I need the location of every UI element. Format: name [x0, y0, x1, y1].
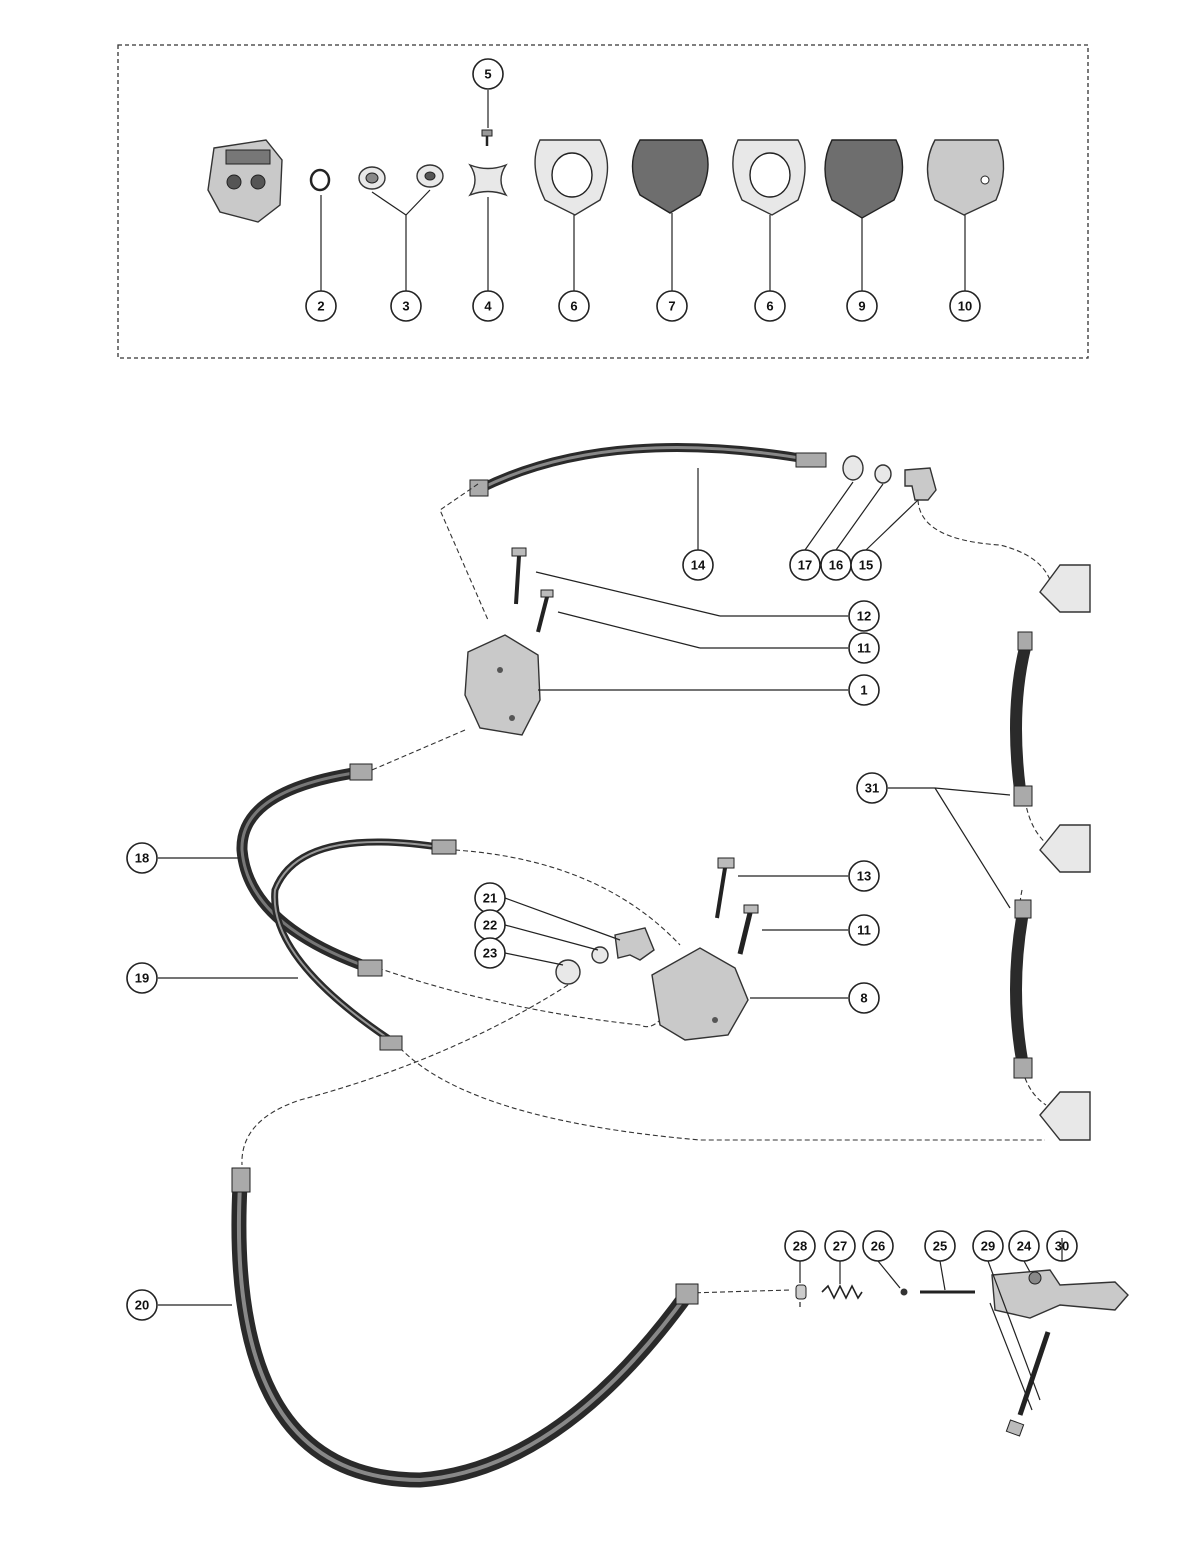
- callout-10-label: 10: [958, 299, 972, 314]
- callout-10: 10: [949, 290, 981, 322]
- callout-25-label: 25: [933, 1239, 947, 1254]
- gasket-part-left: [534, 139, 609, 216]
- callout-5-label: 5: [484, 67, 491, 82]
- callout-28: 28: [784, 1230, 816, 1262]
- callout-15-label: 15: [859, 558, 873, 573]
- callout-9-label: 9: [858, 299, 865, 314]
- callout-23-label: 23: [483, 946, 497, 961]
- callout-29-label: 29: [981, 1239, 995, 1254]
- right-block-bottom: [1039, 1091, 1091, 1141]
- callout-4: 4: [472, 290, 504, 322]
- o-ring-part: [309, 168, 331, 192]
- diaphragm-plate-part: [824, 139, 904, 219]
- callout-13: 13: [848, 860, 880, 892]
- pump-cover-8-part: [651, 947, 749, 1041]
- callout-8: 8: [848, 982, 880, 1014]
- callout-9: 9: [846, 290, 878, 322]
- callout-11-lower: 11: [848, 914, 880, 946]
- callout-18-label: 18: [135, 851, 149, 866]
- callout-6-right-label: 6: [766, 299, 773, 314]
- cover-gasket-part: [926, 139, 1005, 216]
- gasket-part-right: [732, 139, 806, 216]
- right-block-top: [1039, 564, 1091, 613]
- screw-29-part: [1005, 1331, 1051, 1437]
- screw-12-part: [511, 547, 527, 605]
- callout-26: 26: [862, 1230, 894, 1262]
- fittings-21-22-23: [555, 927, 655, 985]
- callout-17-label: 17: [798, 558, 812, 573]
- valve-body-24-part: [991, 1269, 1129, 1319]
- retainer-screw-part: [481, 129, 493, 146]
- callout-25: 25: [924, 1230, 956, 1262]
- callout-22-label: 22: [483, 918, 497, 933]
- callout-19-label: 19: [135, 971, 149, 986]
- callout-14: 14: [682, 549, 714, 581]
- callout-1-label: 1: [860, 683, 867, 698]
- callout-18: 18: [126, 842, 158, 874]
- fittings-17-16-15: [842, 455, 937, 501]
- callout-29: 29: [972, 1230, 1004, 1262]
- callout-11-upper-label: 11: [857, 641, 871, 656]
- callout-6-left: 6: [558, 290, 590, 322]
- screw-13-part: [715, 857, 735, 919]
- callout-22: 22: [474, 909, 506, 941]
- callout-27: 27: [824, 1230, 856, 1262]
- callout-16: 16: [820, 549, 852, 581]
- callout-21: 21: [474, 882, 506, 914]
- callout-27-label: 27: [833, 1239, 847, 1254]
- hose-20-part: [231, 1167, 699, 1488]
- screw-11-upper-part: [536, 589, 554, 633]
- callout-12-label: 12: [857, 609, 871, 624]
- callout-5: 5: [472, 58, 504, 90]
- callout-20: 20: [126, 1289, 158, 1321]
- callout-16-label: 16: [829, 558, 843, 573]
- valve-parts-28-27-26-25: [795, 1284, 975, 1300]
- callout-17: 17: [789, 549, 821, 581]
- callout-31: 31: [856, 772, 888, 804]
- diaphragm-part: [631, 139, 709, 214]
- callout-12: 12: [848, 600, 880, 632]
- callout-20-label: 20: [135, 1298, 149, 1313]
- callout-24-label: 24: [1017, 1239, 1032, 1254]
- callout-7-label: 7: [668, 299, 675, 314]
- callout-6-left-label: 6: [570, 299, 577, 314]
- callout-21-label: 21: [483, 891, 497, 906]
- callout-6-right: 6: [754, 290, 786, 322]
- callout-23: 23: [474, 937, 506, 969]
- valve-pair-part: [358, 164, 444, 190]
- callout-2: 2: [305, 290, 337, 322]
- callout-3: 3: [390, 290, 422, 322]
- callout-1: 1: [848, 674, 880, 706]
- callout-7: 7: [656, 290, 688, 322]
- hose-31-upper-part: [1010, 631, 1033, 807]
- callout-28-label: 28: [793, 1239, 807, 1254]
- component-group-frame: [117, 44, 1089, 359]
- callout-3-label: 3: [402, 299, 409, 314]
- callout-26-label: 26: [871, 1239, 885, 1254]
- callout-19: 19: [126, 962, 158, 994]
- callout-2-label: 2: [317, 299, 324, 314]
- hose-18-part: [236, 763, 383, 977]
- hose-19-part: [271, 838, 457, 1051]
- callout-11-lower-label: 11: [857, 923, 871, 938]
- valve-retainer-part: [468, 163, 508, 197]
- callout-24: 24: [1008, 1230, 1040, 1262]
- callout-11-upper: 11: [848, 632, 880, 664]
- screw-11-lower-part: [737, 904, 759, 955]
- hose-14-part: [469, 443, 827, 497]
- callout-4-label: 4: [484, 299, 492, 314]
- callout-8-label: 8: [860, 991, 867, 1006]
- callout-31-label: 31: [865, 781, 879, 796]
- pump-body-part: [207, 139, 283, 223]
- callout-15: 15: [850, 549, 882, 581]
- right-block-mid: [1039, 824, 1091, 873]
- pump-cover-1-part: [464, 634, 541, 736]
- callout-14-label: 14: [691, 558, 706, 573]
- hose-31-lower-part: [1010, 899, 1033, 1079]
- callout-13-label: 13: [857, 869, 871, 884]
